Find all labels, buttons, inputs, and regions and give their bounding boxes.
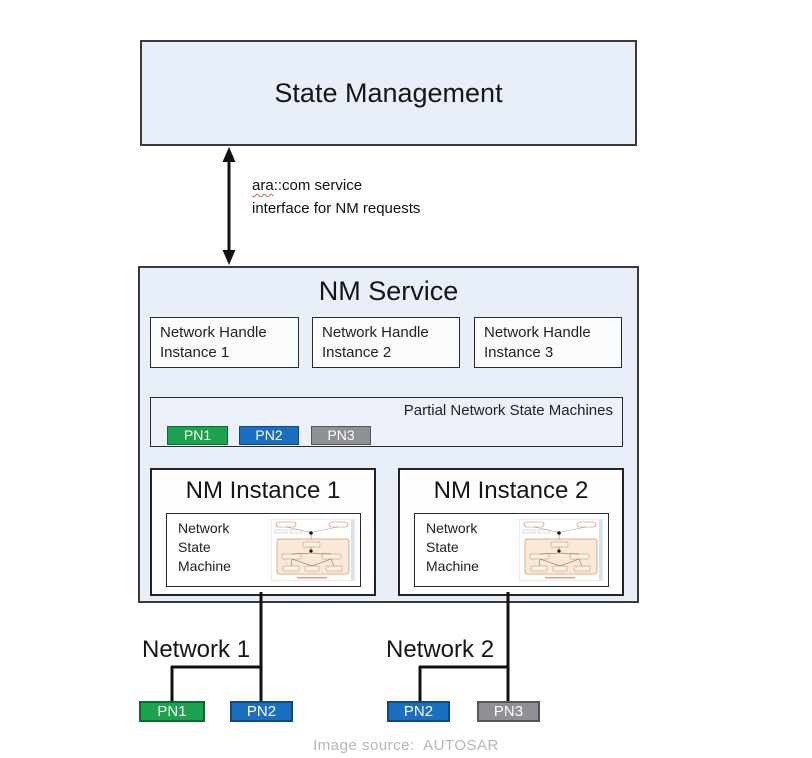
nm-service-title: NM Service [318, 276, 459, 306]
network-2-label: Network 2 [386, 636, 495, 663]
network-handle-instance-3: Network Handle Instance 3 [474, 317, 622, 368]
handle-2-line2: Instance 2 [322, 344, 392, 361]
arrow-label-line2: interface for NM requests [252, 200, 421, 217]
pn1-badge: PN1 [167, 426, 228, 445]
network-handle-instance-2: Network Handle Instance 2 [312, 317, 460, 368]
nsm-2-line3: Machine [426, 558, 479, 574]
arrow-label-line1: ara::com service [252, 174, 420, 197]
state-diagram-thumbnail [271, 519, 355, 581]
nsm-1-label: Network State Machine [178, 519, 231, 576]
nm-instance-1-title: NM Instance 1 [185, 477, 341, 504]
network-2-pn2-badge: PN2 [387, 701, 450, 722]
nm-service-box: NM Service Network Handle Instance 1 Net… [138, 266, 639, 603]
nm-instance-1-box: NM Instance 1 Network State Machine [150, 468, 376, 596]
handle-1-line1: Network Handle [160, 324, 267, 341]
state-management-box: State Management [140, 40, 637, 146]
network-state-machine-box-1: Network State Machine [166, 513, 361, 587]
partial-network-state-machines-box: Partial Network State Machines PN1 PN2 P… [150, 397, 623, 447]
network-handle-instance-1: Network Handle Instance 1 [150, 317, 299, 368]
arrow-label: ara::com service interface for NM reques… [252, 174, 420, 220]
handle-3-line1: Network Handle [484, 324, 591, 341]
network-1-pn2-badge: PN2 [230, 701, 293, 722]
state-management-title: State Management [274, 78, 503, 108]
partial-network-title: Partial Network State Machines [403, 402, 613, 419]
network-1-label: Network 1 [142, 636, 251, 663]
handle-1-line2: Instance 1 [160, 344, 230, 361]
network-2-pn3-badge: PN3 [477, 701, 540, 722]
nsm-2-line1: Network [426, 520, 478, 536]
nm-instance-2-title: NM Instance 2 [433, 477, 589, 504]
network-state-machine-box-2: Network State Machine [414, 513, 609, 587]
image-source-caption: Image source: AUTOSAR [313, 737, 499, 754]
arrow-label-word: ara [252, 177, 274, 194]
handle-2-line1: Network Handle [322, 324, 429, 341]
nsm-2-line2: State [426, 539, 459, 555]
nm-instance-2-box: NM Instance 2 Network State Machine [398, 468, 624, 596]
handle-3-line2: Instance 3 [484, 344, 554, 361]
network-1-pn1-badge: PN1 [139, 701, 205, 722]
nsm-1-line1: Network [178, 520, 230, 536]
pn2-badge: PN2 [239, 426, 299, 445]
arrow-label-rest: ::com service [273, 177, 363, 194]
nsm-1-line2: State [178, 539, 211, 555]
nsm-2-label: Network State Machine [426, 519, 479, 576]
state-diagram-thumbnail [519, 519, 603, 581]
pn3-badge: PN3 [311, 426, 371, 445]
nsm-1-line3: Machine [178, 558, 231, 574]
